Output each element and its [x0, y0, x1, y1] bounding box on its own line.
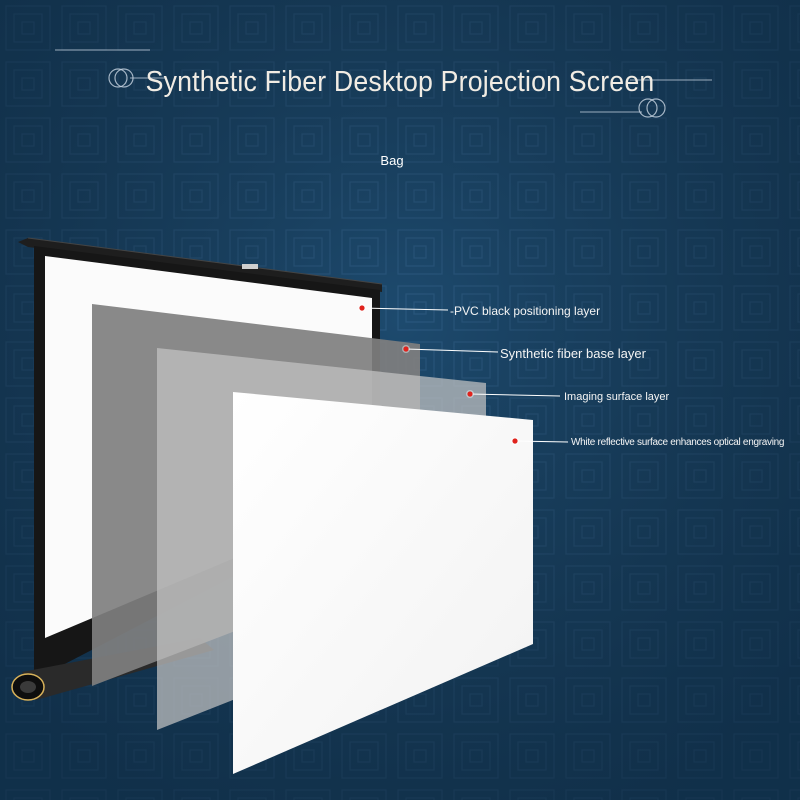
- subtitle-label: Bag: [380, 153, 404, 168]
- marker-dot: [467, 391, 473, 397]
- marker-dots: [358, 304, 519, 445]
- marker-dot: [512, 438, 518, 444]
- screen-top-bar: [18, 237, 383, 292]
- layer-label-white-reflective: White reflective surface enhances optica…: [571, 437, 785, 448]
- marker-dot: [403, 346, 409, 352]
- layer-white-reflective: [233, 392, 533, 774]
- leader-lines: [361, 307, 569, 443]
- title-decoration: [55, 49, 712, 118]
- layer-label-fiber-base: Synthetic fiber base layer: [500, 346, 646, 361]
- layer-label-imaging: Imaging surface layer: [564, 391, 670, 403]
- marker-dot: [359, 305, 365, 311]
- layer-label-pvc: -PVC black positioning layer: [450, 304, 601, 318]
- page-title: Synthetic Fiber Desktop Projection Scree…: [145, 66, 655, 98]
